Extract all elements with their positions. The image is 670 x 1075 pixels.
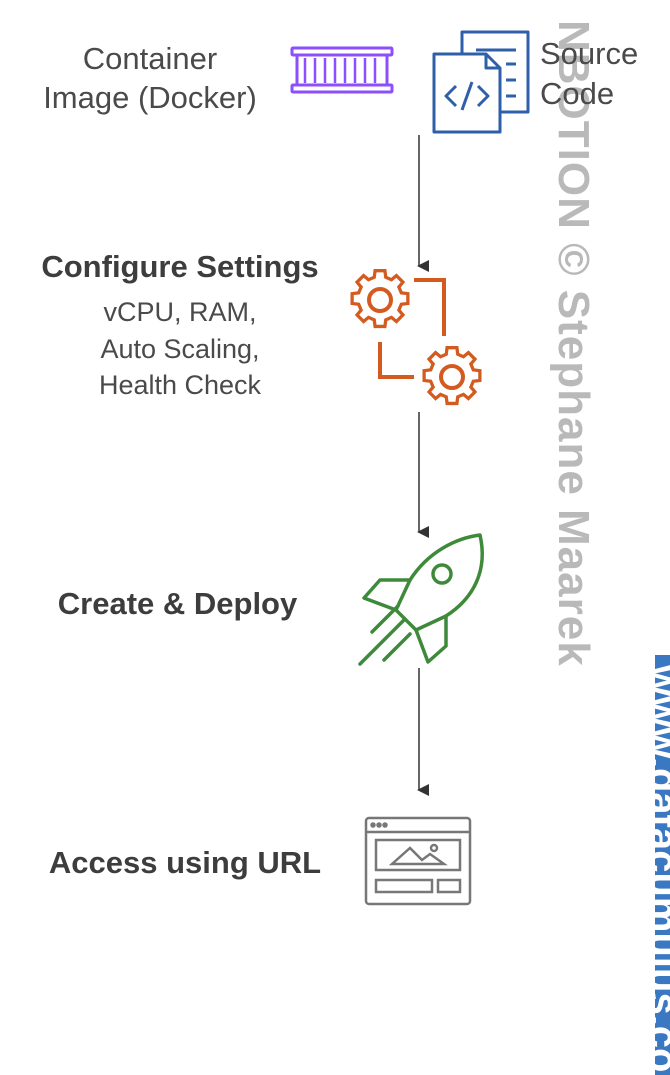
container-image-text: Container Image (Docker) <box>43 41 257 115</box>
gears-icon <box>350 269 482 406</box>
source-code-label: Source Code <box>540 34 670 115</box>
source-code-icon <box>432 30 530 134</box>
flow-diagram <box>290 30 530 906</box>
configure-settings-title: Configure Settings <box>41 249 319 284</box>
source-code-text: Source Code <box>540 36 639 112</box>
create-deploy-label: Create & Deploy <box>57 586 298 621</box>
container-icon <box>290 46 394 94</box>
configure-settings-details: vCPU, RAM, Auto Scaling, Health Check <box>98 297 262 401</box>
access-url-label: Access using URL <box>48 845 322 880</box>
container-image-label: Container Image (Docker) <box>20 40 280 118</box>
browser-window-icon <box>364 816 472 906</box>
rocket-icon <box>358 533 484 666</box>
